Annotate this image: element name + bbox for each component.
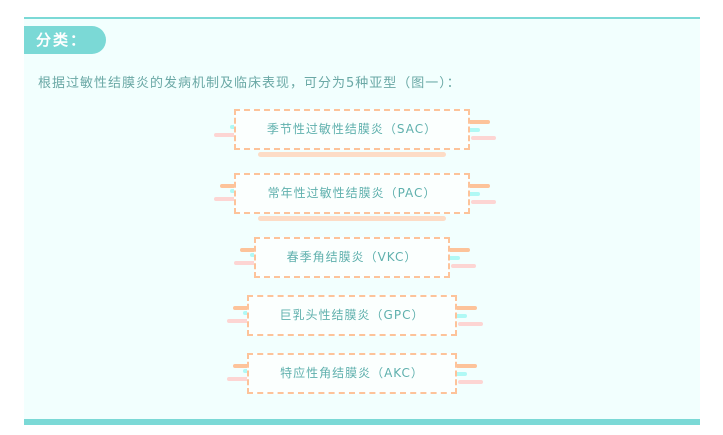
bottom-divider: [24, 419, 700, 425]
section-heading: 分类：: [24, 26, 106, 54]
decor-bar: [465, 120, 490, 124]
decor-bar: [452, 306, 477, 310]
subtype-box: 季节性过敏性结膜炎（SAC）: [234, 109, 470, 150]
decor-bar: [234, 261, 259, 265]
decor-bar: [452, 364, 477, 368]
decor-bar: [465, 184, 490, 188]
decor-bar: [471, 136, 496, 140]
decor-bar: [214, 133, 239, 137]
decor-bar: [240, 248, 265, 252]
decor-bar: [227, 319, 252, 323]
decor-bar: [445, 248, 470, 252]
decor-bar: [233, 306, 258, 310]
decor-bar: [233, 364, 258, 368]
subtype-box: 常年性过敏性结膜炎（PAC）: [234, 173, 470, 214]
decor-bar: [214, 197, 239, 201]
decor-bar: [458, 322, 483, 326]
intro-text: 根据过敏性结膜炎的发病机制及临床表现，可分为5种亚型（图一）：: [38, 76, 461, 91]
subtype-box: 巨乳头性结膜炎（GPC）: [247, 295, 457, 336]
subtype-box: 特应性角结膜炎（AKC）: [247, 353, 457, 394]
decor-bar: [458, 380, 483, 384]
decor-bar: [451, 264, 476, 268]
decor-bar: [220, 184, 245, 188]
underline-decoration: [258, 152, 446, 157]
decor-bar: [227, 377, 252, 381]
underline-decoration: [258, 216, 446, 221]
decor-bar: [471, 200, 496, 204]
subtype-box: 春季角结膜炎（VKC）: [254, 237, 450, 278]
